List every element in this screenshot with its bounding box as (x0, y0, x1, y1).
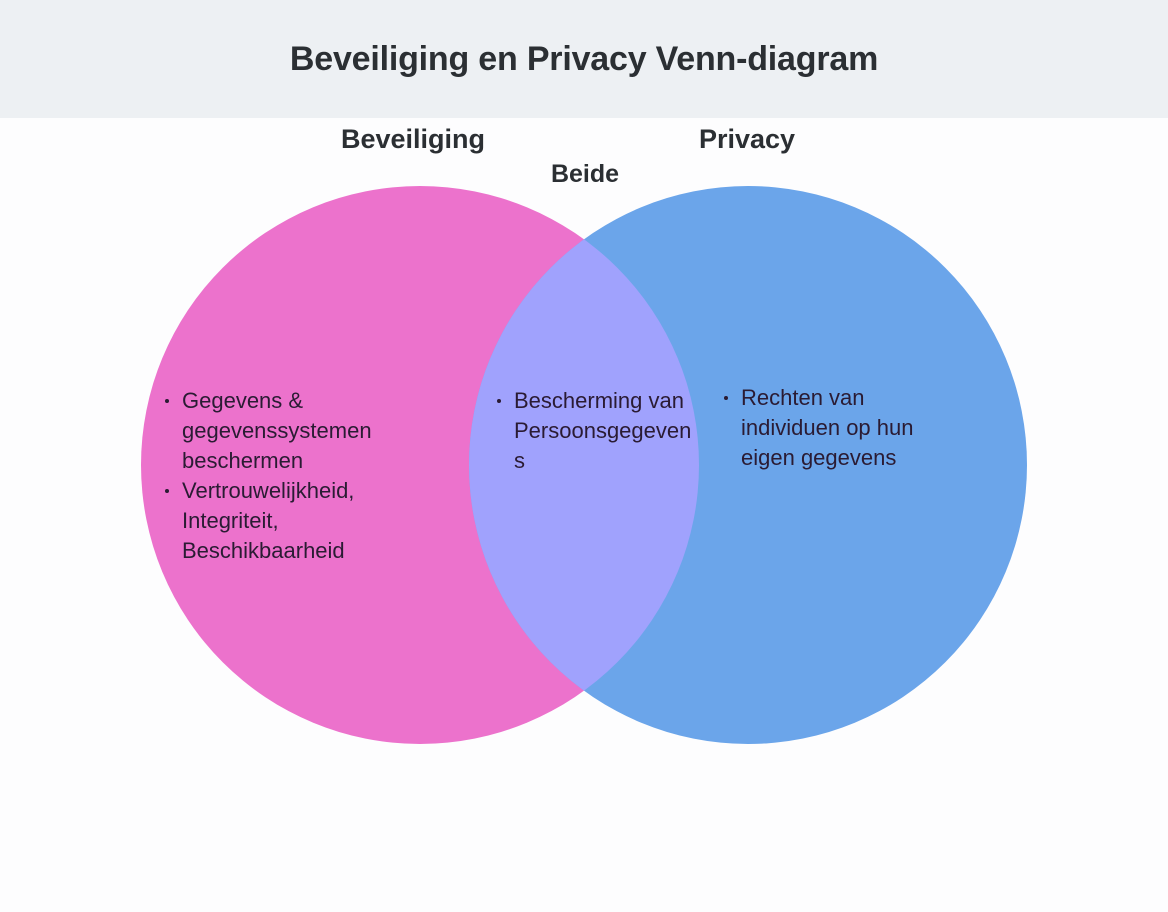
set-label-privacy: Privacy (698, 124, 796, 154)
list-item: Bescherming van Persoonsgegevens (495, 386, 695, 476)
list-item: Gegevens & gegevenssystemen beschermen (163, 386, 425, 476)
venn-items-privacy: Rechten van individuen op hun eigen gege… (722, 383, 962, 473)
bullet-list-privacy: Rechten van individuen op hun eigen gege… (722, 383, 962, 473)
page-title: Beveiliging en Privacy Venn-diagram (289, 39, 879, 78)
list-item: Vertrouwelijkheid, Integriteit, Beschikb… (163, 476, 425, 566)
list-item-label: Rechten van individuen op hun eigen gege… (741, 385, 914, 470)
list-item-label: Vertrouwelijkheid, Integriteit, Beschikb… (182, 478, 355, 563)
set-label-beveiliging: Beveiliging (340, 124, 486, 154)
list-item: Rechten van individuen op hun eigen gege… (722, 383, 962, 473)
venn-items-beide: Bescherming van Persoonsgegevens (495, 386, 695, 476)
venn-diagram: Beveiliging Beide Privacy Gegevens & geg… (0, 118, 1168, 912)
list-item-label: Gegevens & gegevenssystemen beschermen (182, 388, 372, 473)
set-label-beide: Beide (550, 160, 620, 188)
venn-items-beveiliging: Gegevens & gegevenssystemen beschermen V… (163, 386, 425, 566)
bullet-list-beide: Bescherming van Persoonsgegevens (495, 386, 695, 476)
list-item-label: Bescherming van Persoonsgegevens (514, 388, 692, 473)
bullet-list-beveiliging: Gegevens & gegevenssystemen beschermen V… (163, 386, 425, 566)
venn-circles (141, 186, 1027, 744)
venn-intersection-region[interactable] (469, 186, 1027, 744)
header-band: Beveiliging en Privacy Venn-diagram (0, 0, 1168, 118)
